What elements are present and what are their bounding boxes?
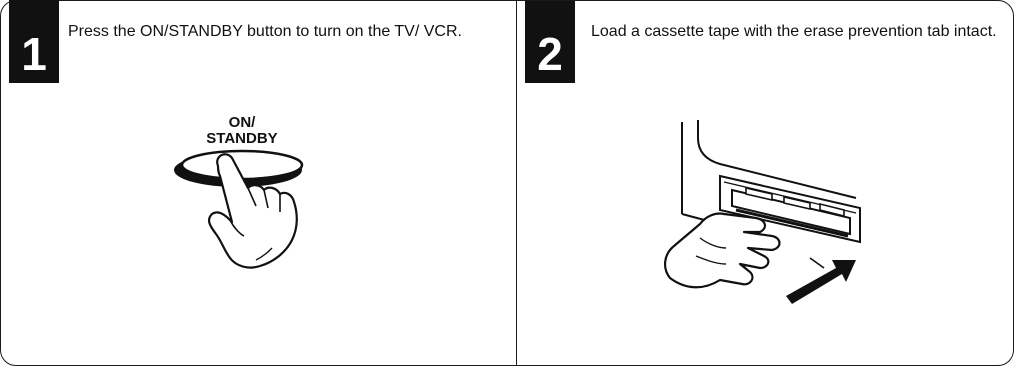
step-1-number: 1 — [21, 31, 47, 77]
step-1-instruction: Press the ON/STANDBY button to turn on t… — [68, 22, 508, 42]
on-standby-label-line2: STANDBY — [206, 130, 277, 147]
panel-divider — [516, 0, 517, 366]
step-2-instruction: Load a cassette tape with the erase prev… — [591, 22, 1011, 42]
on-standby-label-line1: ON/ — [229, 114, 257, 131]
step-2-number: 2 — [537, 31, 563, 77]
hand-inserting-cassette-icon — [660, 118, 875, 308]
step-1-number-badge: 1 — [9, 0, 59, 83]
step-2-number-badge: 2 — [525, 1, 575, 83]
pushing-hand — [665, 213, 779, 287]
arrow-guide-line — [810, 258, 824, 268]
finger-pressing-button-icon: ON/ STANDBY — [160, 110, 330, 275]
